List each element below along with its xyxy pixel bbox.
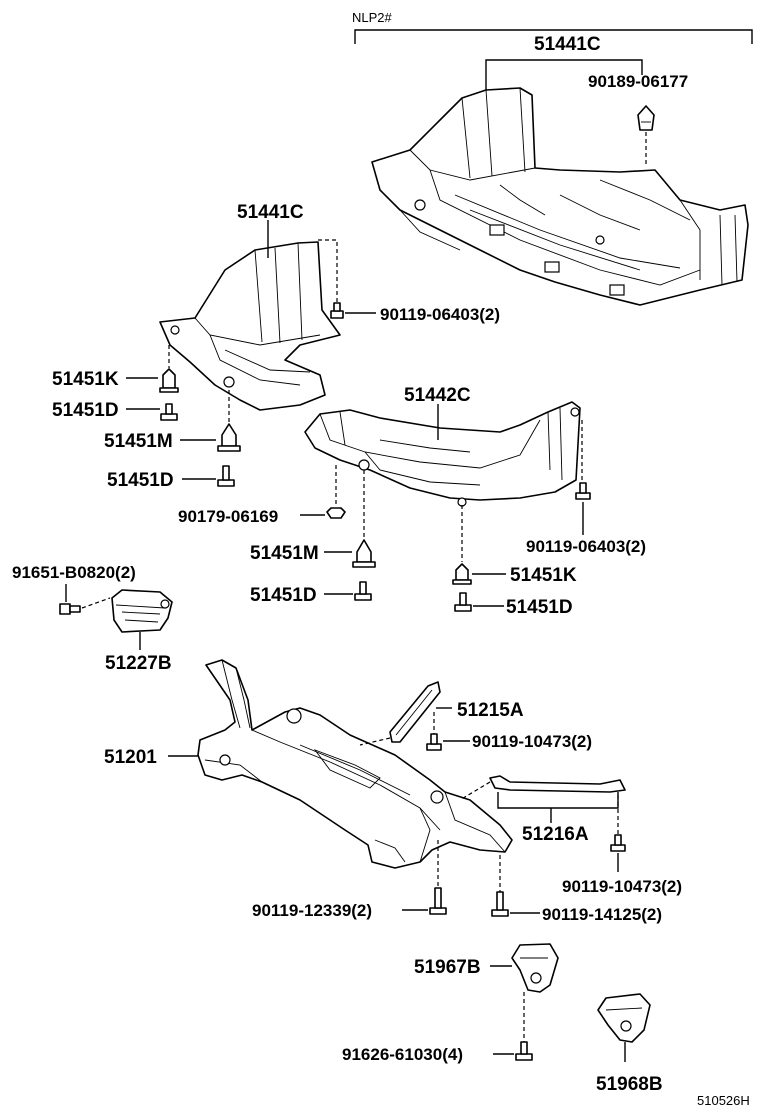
clip-51451k-b [452, 563, 472, 585]
clip-90189-06177 [637, 105, 655, 131]
leader-dash-51216a [459, 781, 491, 801]
clip-51451m-b [352, 539, 376, 568]
label-90119-10473-a: 90119-10473(2) [472, 732, 592, 751]
label-51451k-a: 51451K [52, 369, 119, 390]
header-code: NLP2# [352, 10, 393, 25]
clip-51451m-a [217, 423, 241, 452]
label-51442c: 51442C [404, 385, 471, 406]
label-51451m-a: 51451M [104, 431, 173, 452]
label-90119-06403-b: 90119-06403(2) [526, 537, 646, 556]
bolt-90119-10473-b [610, 834, 626, 852]
label-91651-b0820: 91651-B0820(2) [12, 563, 136, 582]
brace-51216a [489, 775, 626, 793]
bracket-51968b [597, 993, 651, 1043]
label-51216a: 51216A [522, 824, 589, 845]
label-90119-12339: 90119-12339(2) [252, 901, 372, 920]
label-51451d-b: 51451D [107, 470, 174, 491]
leader-51441c-top [485, 59, 643, 90]
bolt-51451d-a [160, 403, 178, 421]
bolt-91626-61030 [515, 1041, 533, 1061]
label-90189-06177: 90189-06177 [588, 72, 688, 91]
nut-90179-06169 [326, 507, 346, 519]
bolt-90119-06403-a [330, 302, 344, 319]
bolt-90119-06403-b [575, 482, 591, 500]
label-51967b: 51967B [414, 957, 481, 978]
undercover-mid-51442c [304, 401, 581, 507]
bracket-51967b [511, 943, 559, 993]
label-51451k-b: 51451K [510, 565, 577, 586]
label-90179-06169: 90179-06169 [178, 507, 278, 526]
leader-dash-91651-b0820 [81, 597, 111, 609]
label-51451d-a: 51451D [52, 400, 119, 421]
label-51227b: 51227B [105, 653, 172, 674]
bolt-90119-12339 [429, 887, 447, 915]
bolt-51451d-b [217, 465, 235, 487]
bolt-91651-b0820 [59, 603, 81, 615]
undercover-left-51441c [159, 241, 341, 411]
label-51441c-left: 51441C [237, 202, 304, 223]
label-51201: 51201 [104, 747, 157, 768]
bolt-90119-14125 [491, 891, 509, 917]
leader-dash-51215a [359, 737, 391, 746]
label-51215a: 51215A [457, 700, 524, 721]
label-91626-61030: 91626-61030(4) [342, 1045, 463, 1064]
footer-code: 510526H [697, 1093, 750, 1108]
label-90119-06403-a: 90119-06403(2) [380, 305, 500, 324]
clip-51451k-a [159, 368, 179, 393]
undercover-top-51441c [371, 87, 749, 306]
label-90119-10473-b: 90119-10473(2) [562, 877, 682, 896]
bracket-51227b [111, 589, 173, 633]
subframe-51201 [197, 659, 513, 869]
bolt-51451d-c [354, 581, 372, 601]
label-51968b: 51968B [596, 1074, 663, 1095]
bolt-51451d-d [454, 592, 472, 612]
label-90119-14125: 90119-14125(2) [542, 905, 662, 924]
brace-51215a [389, 681, 441, 743]
bolt-90119-10473-a [426, 733, 442, 751]
header-bracket [354, 29, 753, 44]
label-51451m-b: 51451M [250, 543, 319, 564]
label-51451d-d: 51451D [506, 597, 573, 618]
label-51451d-c: 51451D [250, 585, 317, 606]
leader-bracket-51216a [497, 792, 619, 809]
label-51441c-top: 51441C [534, 34, 601, 55]
